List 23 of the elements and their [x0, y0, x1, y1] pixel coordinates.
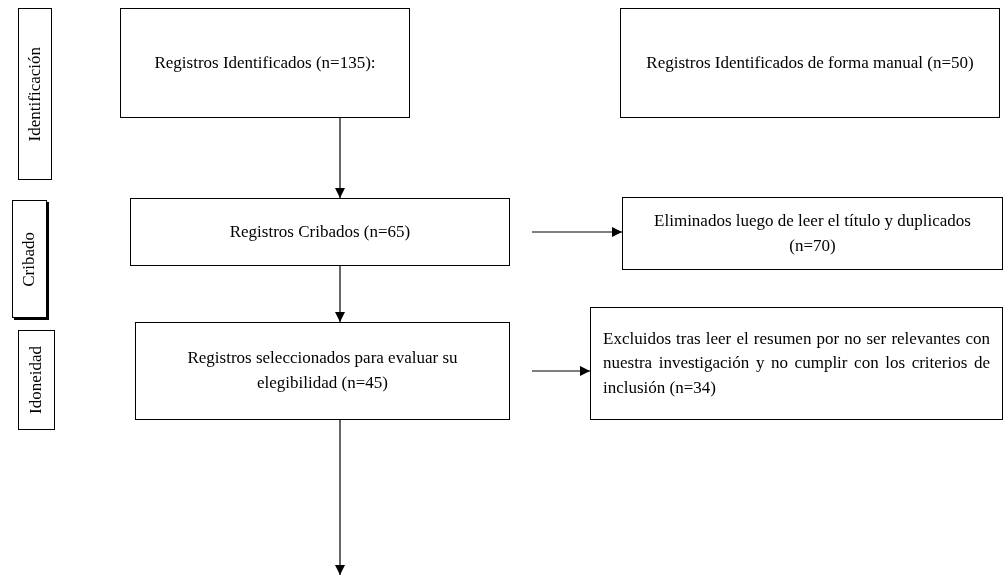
stage-label-box	[12, 200, 47, 318]
box-text: Registros Identificados de forma manual (n=50)	[646, 51, 974, 74]
box-text: Registros seleccionados para evaluar su elegibilidad (n=45)	[186, 347, 459, 394]
arrow	[531, 227, 623, 237]
arrow	[335, 419, 345, 576]
process-box	[620, 8, 1000, 118]
box-text: Excluidos tras leer el resumen por no ser relevantes con nuestra investigación y no cumplir con los criterios de inclusión (n=34)	[603, 327, 990, 399]
stage-label: Idoneidad	[25, 346, 47, 414]
process-box	[590, 307, 1003, 420]
stage-label: Cribado	[18, 231, 40, 287]
box-text: Eliminados luego de leer el título y duplicados (n=70)	[653, 209, 972, 257]
arrow	[335, 117, 345, 199]
stage-label-box	[18, 330, 55, 430]
arrow	[531, 366, 591, 376]
box-text: Registros Identificados (n=135):	[154, 51, 376, 74]
stage-label: Identificación	[23, 46, 45, 142]
process-box	[135, 322, 510, 420]
arrow	[335, 265, 345, 323]
stage-label-box	[18, 8, 52, 180]
process-box	[120, 8, 410, 118]
process-box	[622, 197, 1003, 270]
process-box	[130, 198, 510, 266]
box-text: Registros Cribados (n=65)	[229, 220, 411, 243]
